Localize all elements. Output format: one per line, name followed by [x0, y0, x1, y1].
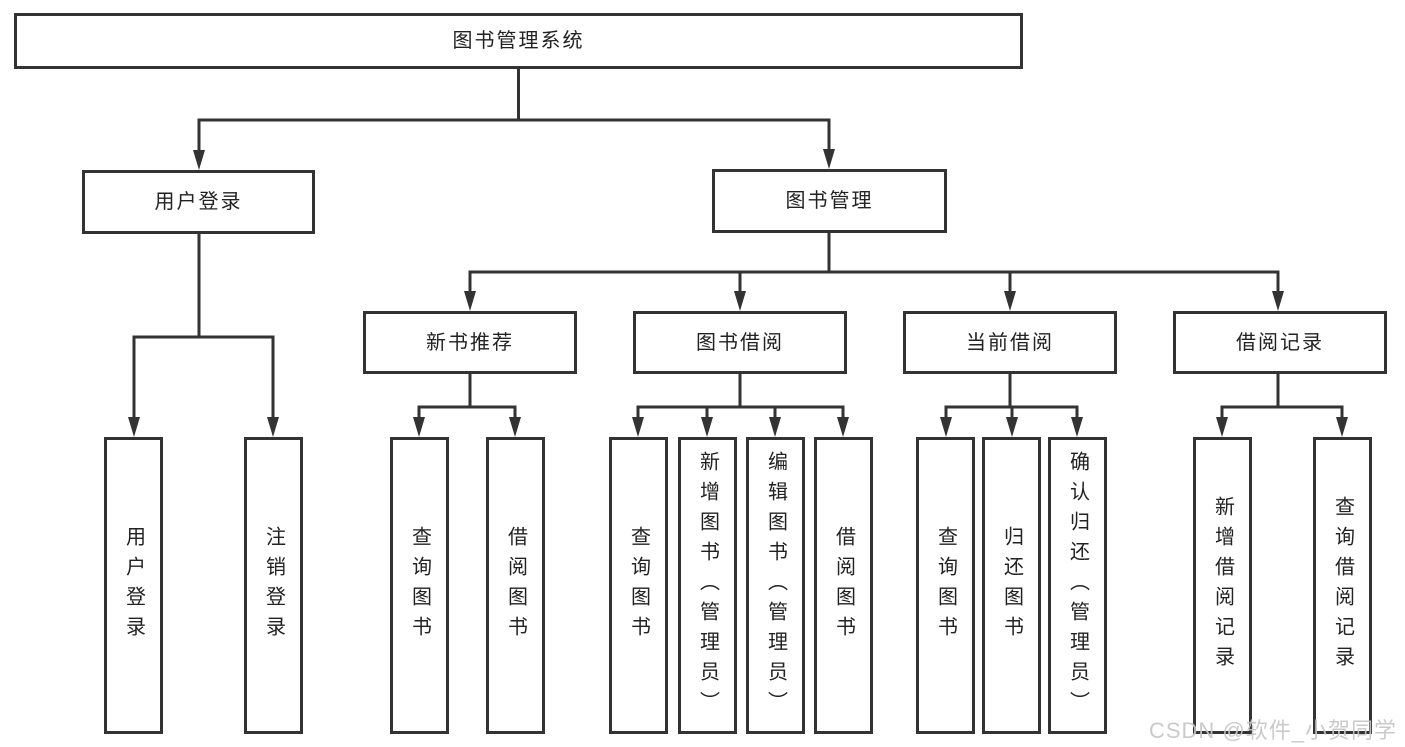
- leaf-label: 新增图书（管理员）: [696, 450, 719, 721]
- leaf-return-books: 归还图书: [982, 437, 1041, 734]
- node-new-book-recommend: 新书推荐: [363, 311, 577, 374]
- leaf-label: 借阅图书: [832, 525, 855, 646]
- leaf-label: 新增借阅记录: [1211, 495, 1234, 676]
- leaf-label: 用户登录: [122, 525, 145, 646]
- node-user-login: 用户登录: [82, 170, 315, 234]
- leaf-add-borrow-record: 新增借阅记录: [1193, 437, 1252, 734]
- leaf-query-books-borrow: 查询图书: [609, 437, 668, 734]
- leaf-query-borrow-record: 查询借阅记录: [1313, 437, 1372, 734]
- arrowhead-icons: [128, 149, 1348, 437]
- node-book-borrow: 图书借阅: [633, 311, 847, 374]
- leaf-label: 注销登录: [262, 525, 285, 646]
- leaf-query-books-recommend: 查询图书: [390, 437, 449, 734]
- leaf-edit-book-admin: 编辑图书（管理员）: [746, 437, 805, 734]
- node-book-management: 图书管理: [712, 169, 947, 233]
- leaf-label: 查询图书: [934, 525, 957, 646]
- leaf-label: 借阅图书: [504, 525, 527, 646]
- node-borrow-records: 借阅记录: [1173, 311, 1387, 374]
- leaf-label: 查询图书: [408, 525, 431, 646]
- leaf-query-books-current: 查询图书: [916, 437, 975, 734]
- leaf-label: 归还图书: [1000, 525, 1023, 646]
- leaf-label: 确认归还（管理员）: [1066, 450, 1089, 721]
- leaf-label: 查询借阅记录: [1331, 495, 1354, 676]
- leaf-user-login: 用户登录: [104, 437, 163, 734]
- leaf-label: 编辑图书（管理员）: [764, 450, 787, 721]
- node-current-borrow: 当前借阅: [903, 311, 1117, 374]
- leaf-borrow-books-recommend: 借阅图书: [486, 437, 545, 734]
- node-library-system: 图书管理系统: [14, 13, 1023, 69]
- leaf-confirm-return-admin: 确认归还（管理员）: [1048, 437, 1107, 734]
- leaf-add-book-admin: 新增图书（管理员）: [678, 437, 737, 734]
- leaf-borrow-books: 借阅图书: [814, 437, 873, 734]
- leaf-logout-login: 注销登录: [244, 437, 303, 734]
- leaf-label: 查询图书: [627, 525, 650, 646]
